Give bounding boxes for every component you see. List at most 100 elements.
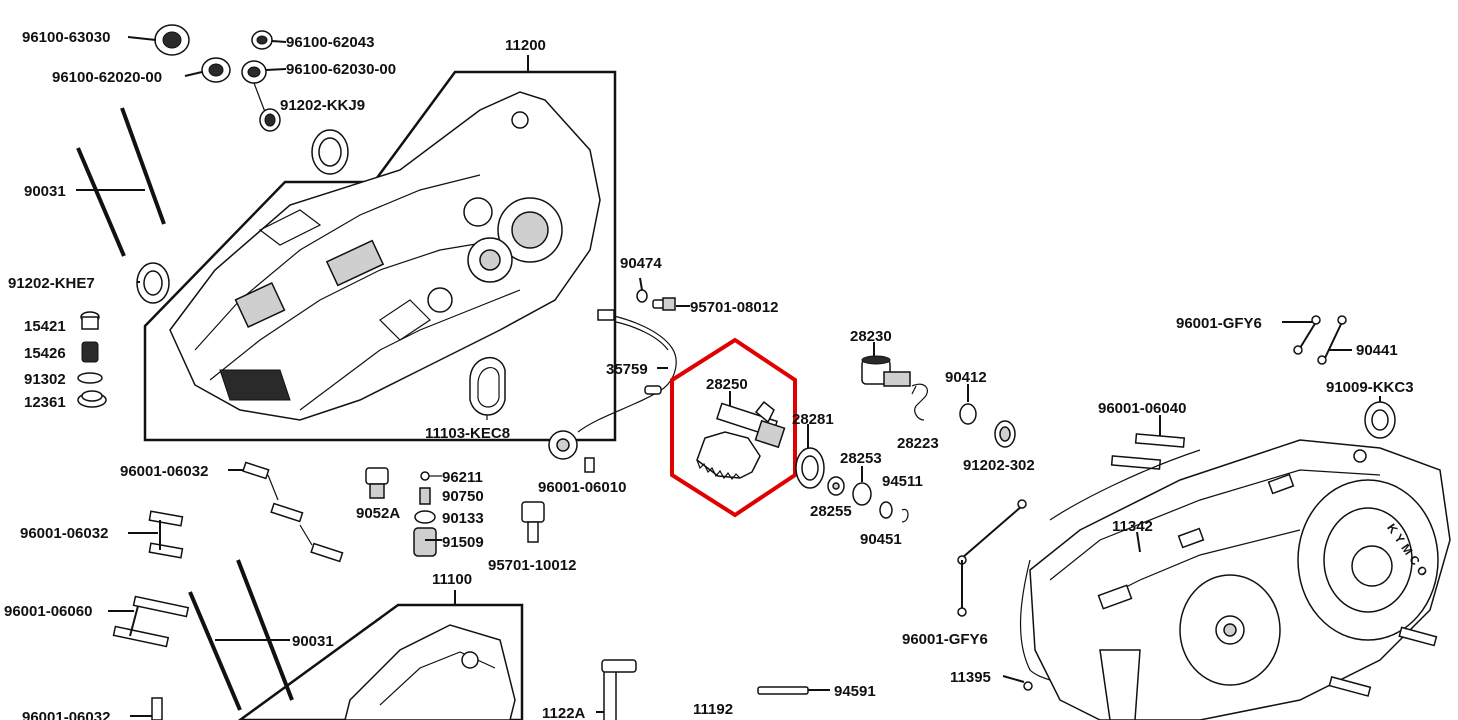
label-28250: 28250	[706, 376, 748, 393]
cover-11342	[1029, 439, 1451, 720]
label-28230: 28230	[850, 328, 892, 345]
part-96211	[420, 471, 430, 481]
label-35759: 35759	[606, 361, 648, 378]
bearing-96100-62030	[241, 60, 267, 84]
plug-9052a	[365, 467, 389, 499]
seal-91202-kkj9	[259, 108, 281, 132]
label-96100-62043: 96100-62043	[286, 34, 374, 51]
assembly-frame-11100	[237, 603, 524, 720]
bolt-96001-06010	[584, 457, 595, 473]
kickstart-shaft-28250	[696, 400, 786, 481]
label-28223: 28223	[897, 435, 939, 452]
bearing-96100-63030	[154, 24, 190, 56]
labels: 96100-63030 96100-62043 11200 96100-6202…	[4, 29, 1414, 720]
links-96001-gfy6-top	[1293, 315, 1347, 365]
highlight-28250	[670, 337, 797, 518]
label-11100: 11100	[432, 571, 472, 588]
label-96001-06010: 96001-06010	[538, 479, 626, 496]
cable-35759	[548, 309, 677, 460]
bolts-96001-06040	[1110, 433, 1186, 470]
seal-91202-khe7	[136, 262, 170, 304]
label-91202-kkj9: 91202-KKJ9	[280, 97, 365, 114]
washer-90451	[879, 501, 893, 519]
bolt-96001-06032-c	[151, 697, 163, 720]
crankcase-11100	[344, 624, 516, 720]
label-96001-06060: 96001-06060	[4, 603, 92, 620]
washer-90474	[636, 289, 648, 303]
label-28253: 28253	[840, 450, 882, 467]
label-91202-khe7: 91202-KHE7	[8, 275, 95, 292]
washer-28255	[827, 476, 845, 496]
label-95701-10012: 95701-10012	[488, 557, 576, 574]
label-90031-bottom: 90031	[292, 633, 334, 650]
label-1122a: 1122A	[542, 705, 586, 720]
label-11103-kec8: 11103-KEC8	[425, 425, 510, 442]
bolts-bottom-right	[1328, 626, 1438, 697]
label-90451: 90451	[860, 531, 902, 548]
washer-90133	[414, 510, 436, 524]
label-95701-08012: 95701-08012	[690, 299, 778, 316]
studs-90031-bottom	[188, 559, 294, 711]
gasket-11103-kec8	[469, 356, 506, 416]
oring-91302	[77, 372, 103, 384]
bolt-95701-10012	[521, 501, 545, 543]
label-96001-gfy6-top: 96001-GFY6	[1176, 315, 1262, 332]
label-11192: 11192	[693, 701, 733, 718]
label-90412: 90412	[945, 369, 987, 386]
label-90474: 90474	[620, 255, 662, 272]
label-15421: 15421	[24, 318, 66, 335]
label-96100-62020: 96100-62020-00	[52, 69, 162, 86]
bolt-95701-08012	[652, 297, 676, 311]
studs-90031-top	[76, 107, 166, 257]
label-11200: 11200	[505, 37, 546, 54]
seal-91009-kkc3	[1364, 401, 1396, 439]
label-96100-62030: 96100-62030-00	[286, 61, 396, 78]
spring-15426	[81, 341, 99, 363]
links-96001-gfy6-bottom	[957, 499, 1027, 617]
label-91009-kkc3: 91009-KKC3	[1326, 379, 1414, 396]
bolts-96001-06032-b	[148, 510, 184, 559]
label-94591: 94591	[834, 683, 876, 700]
label-90750: 90750	[442, 488, 484, 505]
seal-28281	[795, 447, 825, 489]
rod-94591	[757, 686, 809, 695]
seal-large	[311, 129, 349, 175]
label-90031-top: 90031	[24, 183, 66, 200]
label-90133: 90133	[442, 510, 484, 527]
bolt-chain-96001-06032	[242, 461, 344, 563]
starter-gear-28230	[861, 355, 911, 387]
bearing-96100-62020	[201, 57, 231, 83]
screw-90750	[419, 487, 431, 505]
label-91302: 91302	[24, 371, 66, 388]
crankcase-11200	[169, 91, 601, 421]
washer-90412	[959, 403, 977, 425]
spring-28223	[911, 383, 928, 421]
label-96100-63030: 96100-63030	[22, 29, 110, 46]
label-96001-06040: 96001-06040	[1098, 400, 1186, 417]
label-96001-06032-a: 96001-06032	[120, 463, 208, 480]
label-90441: 90441	[1356, 342, 1398, 359]
assembly-frame-11200	[143, 70, 617, 442]
spring-91509	[413, 527, 437, 557]
label-96001-06032-c: 96001-06032	[22, 709, 110, 720]
bolts-96001-06060	[112, 595, 190, 648]
label-91202-302: 91202-302	[963, 457, 1035, 474]
label-11395: 11395	[950, 669, 991, 686]
bearing-96100-62043	[251, 30, 273, 50]
label-96211: 96211	[442, 469, 483, 486]
bushing-28253	[852, 482, 872, 506]
label-28281: 28281	[792, 411, 834, 428]
seal-91202-302	[994, 420, 1016, 448]
label-12361: 12361	[24, 394, 66, 411]
strainer-12361	[77, 390, 107, 408]
label-96001-06032-b: 96001-06032	[20, 525, 108, 542]
label-96001-gfy6-bottom: 96001-GFY6	[902, 631, 988, 648]
label-9052a: 9052A	[356, 505, 400, 522]
label-91509: 91509	[442, 534, 484, 551]
label-28255: 28255	[810, 503, 852, 520]
drain-plug-15421	[80, 311, 100, 330]
label-15426: 15426	[24, 345, 66, 362]
label-94511: 94511	[882, 473, 923, 490]
